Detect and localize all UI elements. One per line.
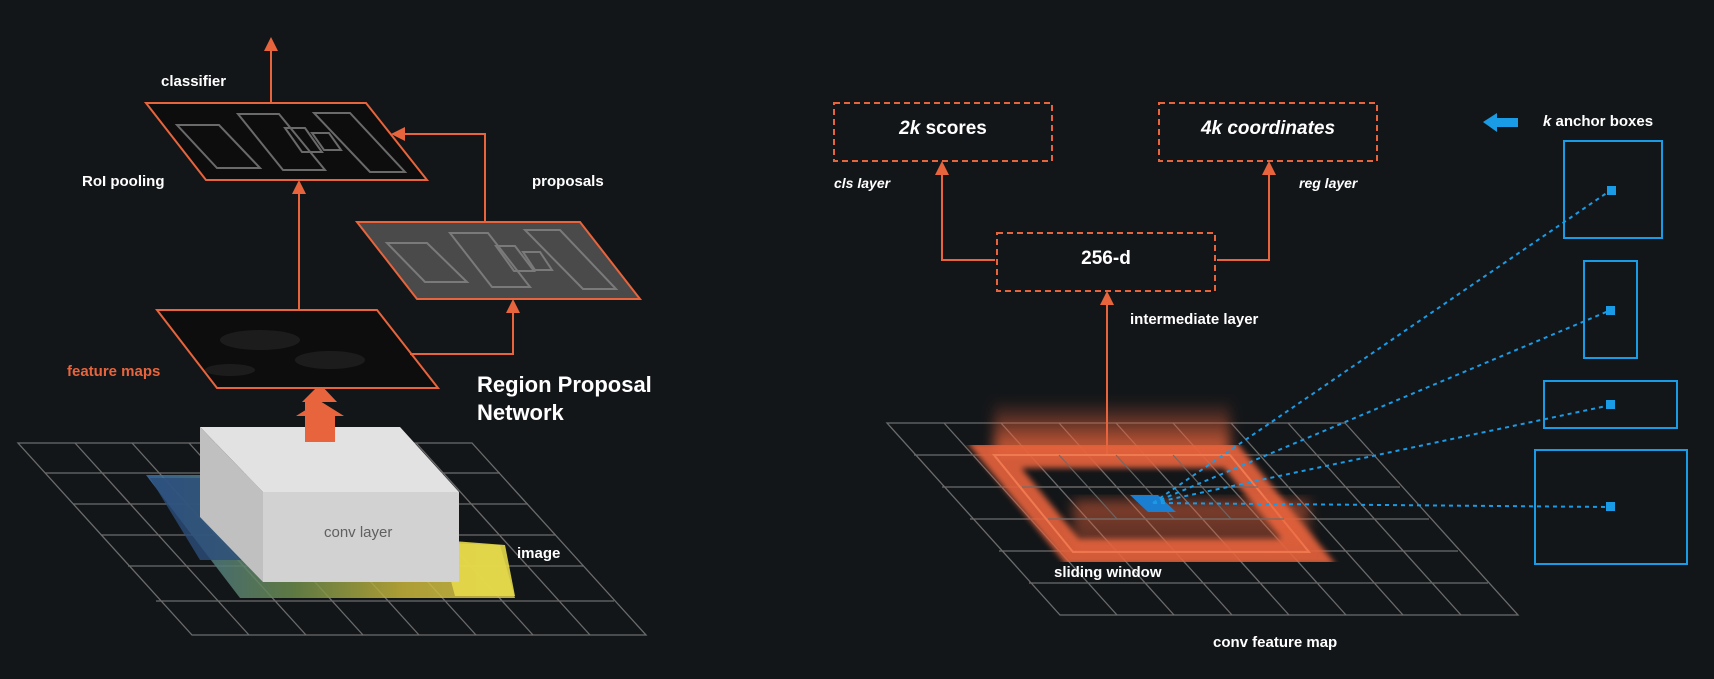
- coords-box-text: 4k coordinates: [1200, 118, 1336, 139]
- scores-word: scores: [920, 118, 987, 139]
- image-label: image: [517, 545, 561, 562]
- anchor-boxes: [1534, 140, 1688, 565]
- conv-layer-label: conv layer: [324, 524, 393, 541]
- anchor-lines: [1152, 189, 1612, 508]
- feature-maps-label: feature maps: [67, 363, 161, 380]
- anchor-boxes-label: k anchor boxes: [1543, 114, 1653, 129]
- anchor-arrow-icon: [1483, 113, 1518, 132]
- rpn-title-line1: Region Proposal: [477, 372, 652, 397]
- scores-k: 2k: [899, 118, 921, 139]
- intermediate-layer-label: intermediate layer: [1130, 311, 1259, 328]
- anchor-box-1: [1563, 140, 1663, 239]
- sliding-window-label: sliding window: [1054, 564, 1162, 581]
- anchors-k: k: [1543, 113, 1552, 130]
- conv-layer-box: [200, 427, 459, 582]
- proposals-plane: [354, 221, 643, 300]
- left-arrows: [264, 37, 520, 355]
- anchor-box-3: [1543, 380, 1678, 429]
- classifier-label: classifier: [161, 73, 227, 90]
- right-arrows: [935, 161, 1276, 454]
- feature-maps-plane: [154, 309, 441, 389]
- roi-pooling-plane: [143, 102, 430, 181]
- anchor-box-4: [1534, 449, 1688, 565]
- vector-box-text: 256-d: [1081, 248, 1131, 269]
- up-arrow-icon: [296, 401, 344, 442]
- rpn-title-line2: Network: [477, 400, 564, 425]
- anchor-centers: [1606, 186, 1616, 511]
- anchor-box-2: [1583, 260, 1638, 359]
- roi-pooling-label: RoI pooling: [82, 173, 165, 190]
- conv-feature-map-label: conv feature map: [1213, 634, 1338, 651]
- anchors-word: anchor boxes: [1551, 113, 1654, 130]
- sliding-window: [966, 400, 1337, 565]
- scores-box-text: 2k scores: [834, 119, 1052, 138]
- proposals-label: proposals: [532, 173, 604, 190]
- cls-layer-label: cls layer: [834, 175, 891, 191]
- reg-layer-label: reg layer: [1299, 175, 1358, 191]
